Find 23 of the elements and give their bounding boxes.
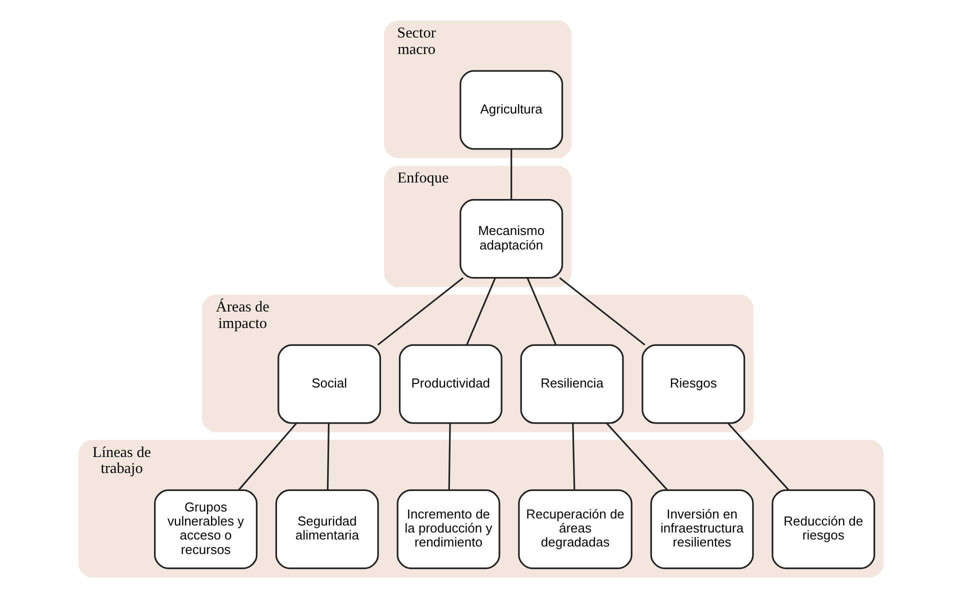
- connector: [466, 278, 496, 346]
- node-box: Incremento de la producción y rendimiento: [396, 489, 500, 570]
- connector: [558, 277, 645, 346]
- connector: [376, 277, 464, 346]
- connector: [605, 422, 668, 491]
- node-box: Mecanismo adaptación: [459, 199, 563, 279]
- node-box: Agricultura: [459, 70, 563, 150]
- node-box: Grupos vulnerables y acceso o recursos: [154, 489, 258, 570]
- node-box: Resiliencia: [520, 344, 624, 424]
- connector: [448, 423, 450, 490]
- connector: [526, 278, 556, 346]
- node-box: Riesgos: [641, 344, 745, 424]
- node-box: Seguridad alimentaria: [274, 489, 378, 570]
- node-box: Social: [277, 344, 381, 424]
- node-box: Recuperación de áreas degradadas: [518, 489, 632, 570]
- node-box: Inversión en infraestructura resilientes: [650, 489, 754, 570]
- node-box: Reducción de riesgos: [771, 489, 875, 570]
- connector: [238, 422, 297, 491]
- node-box: Productividad: [398, 344, 502, 424]
- connector: [510, 149, 512, 200]
- connector: [326, 423, 330, 490]
- connector: [572, 423, 575, 490]
- connector: [726, 422, 789, 491]
